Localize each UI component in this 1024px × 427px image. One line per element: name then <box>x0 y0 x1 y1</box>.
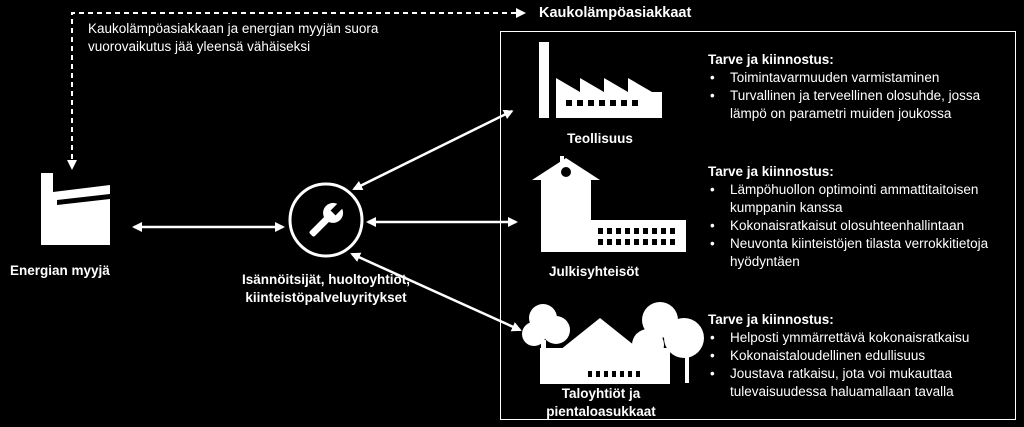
arrow-middle-teollisuus <box>352 109 514 191</box>
needs-list: Lämpöhuollon optimointi ammattitaitoisen… <box>708 181 988 271</box>
need-item: Lämpöhuollon optimointi ammattitaitoisen… <box>708 181 988 217</box>
direct-interaction-note-line1: Kaukolämpöasiakkaan ja energian myyjän s… <box>88 21 379 36</box>
factory-small-icon <box>41 173 110 245</box>
service-providers-line1: Isännöitsijät, huoltoyhtiöt, <box>242 272 410 287</box>
need-item: Helposti ymmärrettävä kokonaisratkaisu <box>708 329 969 347</box>
need-item: Neuvonta kiinteistöjen tilasta verrokkit… <box>708 235 988 271</box>
public-building-icon <box>532 156 686 252</box>
arrow-middle-taloyhtiot <box>350 252 522 332</box>
need-item: Kokonaistaloudellinen edullisuus <box>708 347 969 365</box>
need-item: Kokonaisratkaisut olosuhteenhallintaan <box>708 217 988 235</box>
needs-block-julkisyhteisot: Tarve ja kiinnostus: Lämpöhuollon optimo… <box>708 163 988 271</box>
customers-target-label: Kaukolämpöasiakkaat <box>539 5 692 21</box>
customer-segments-box <box>500 31 1016 420</box>
needs-list: Toimintavarmuuden varmistaminen Turvalli… <box>708 69 980 123</box>
needs-block-teollisuus: Tarve ja kiinnostus: Toimintavarmuuden v… <box>708 51 980 123</box>
need-item: Toimintavarmuuden varmistaminen <box>708 69 980 87</box>
needs-list: Helposti ymmärrettävä kokonaisratkaisu K… <box>708 329 969 401</box>
service-providers-line2: kiinteistöpalveluyritykset <box>245 290 407 305</box>
segment-name-taloyhtiot: Taloyhtiöt ja pientaloasukkaat <box>536 385 666 421</box>
needs-heading: Tarve ja kiinnostus: <box>708 164 834 179</box>
service-providers-label: Isännöitsijät, huoltoyhtiöt, kiinteistöp… <box>186 271 466 307</box>
need-item: Joustava ratkaisu, jota voi mukauttaatul… <box>708 365 969 401</box>
houses-trees-icon <box>522 302 704 384</box>
segment-name-teollisuus: Teollisuus <box>567 131 633 146</box>
needs-block-taloyhtiot: Tarve ja kiinnostus: Helposti ymmärrettä… <box>708 311 969 401</box>
segment-name-taloyhtiot-line2: pientaloasukkaat <box>546 404 656 419</box>
segment-name-taloyhtiot-line1: Taloyhtiöt ja <box>561 386 641 401</box>
segment-name-julkisyhteisot: Julkisyhteisöt <box>548 264 640 279</box>
direct-interaction-note-line2: vuorovaikutus jää yleensä vähäiseksi <box>88 39 311 54</box>
dashed-connector <box>67 8 526 170</box>
factory-icon <box>539 42 662 118</box>
energy-seller-label: Energian myyjä <box>10 263 110 278</box>
needs-heading: Tarve ja kiinnostus: <box>708 312 834 327</box>
needs-heading: Tarve ja kiinnostus: <box>708 52 834 67</box>
need-item: Turvallinen ja terveellinen olosuhde, jo… <box>708 87 980 123</box>
wrench-icon <box>288 182 364 258</box>
